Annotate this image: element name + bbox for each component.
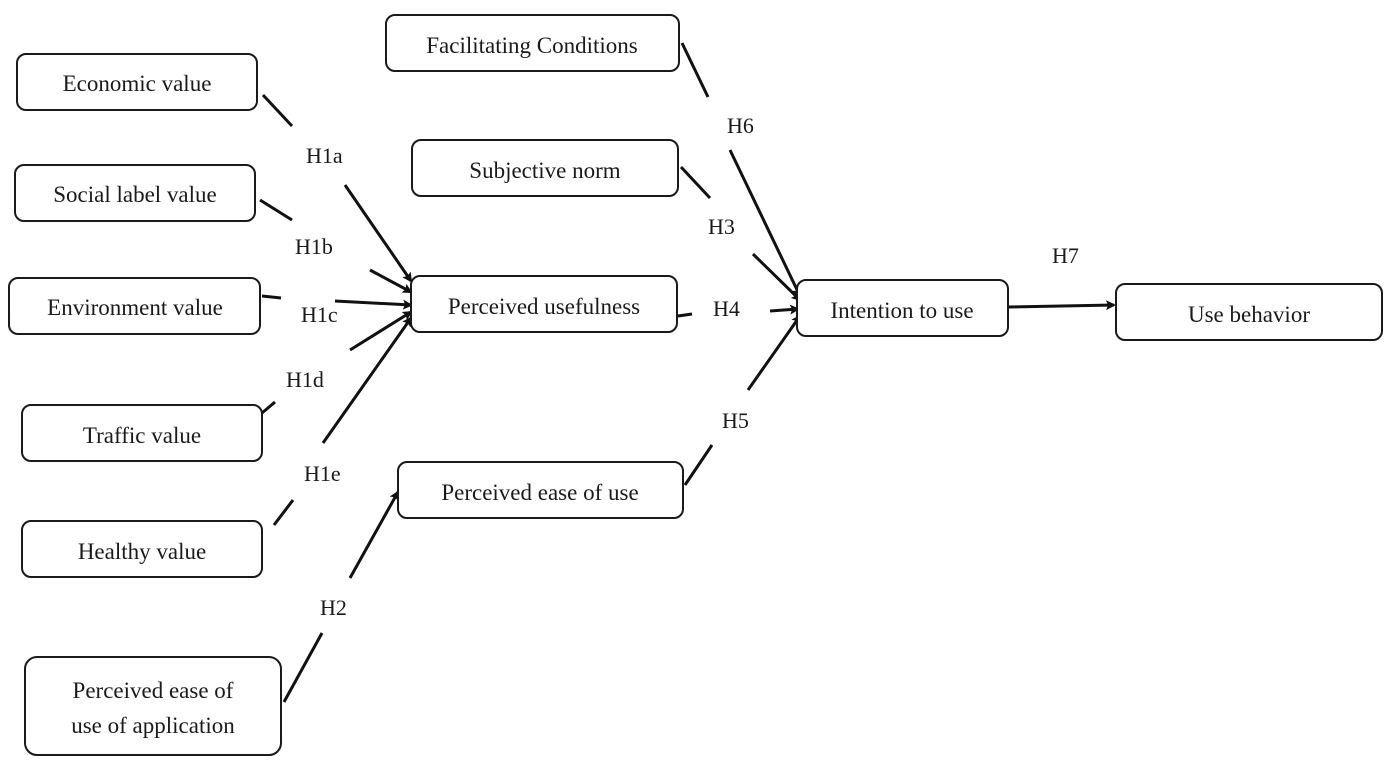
label-h1e: H1e	[304, 461, 341, 486]
edge-h5-lower	[683, 444, 714, 486]
hypothesis-labels: H1a H1b H1c H1d H1e H2 H3 H4 H5 H6 H7	[286, 113, 1079, 620]
edge-h1b-lower	[369, 268, 413, 294]
node-label-line1: Perceived ease of	[73, 678, 234, 703]
node-box	[14, 164, 256, 222]
edge-h3-upper	[679, 165, 712, 200]
node-box	[410, 275, 678, 333]
label-h1c: H1c	[301, 302, 338, 327]
node-label: Facilitating Conditions	[426, 33, 638, 58]
node-label: Intention to use	[830, 298, 973, 323]
node-perceived-usefulness: Perceived usefulness	[410, 275, 678, 333]
node-box	[385, 14, 680, 72]
edge-h1e-upper	[321, 316, 413, 444]
edge-h2-lower	[282, 632, 324, 703]
node-label: Traffic value	[83, 423, 201, 448]
edge-h7	[1007, 300, 1116, 311]
node-label: Healthy value	[78, 539, 206, 564]
node-economic-value: Economic value	[16, 53, 258, 111]
label-h1a: H1a	[306, 143, 343, 168]
node-subjective-norm: Subjective norm	[411, 139, 679, 197]
edge-h2-upper	[348, 490, 400, 579]
label-h6: H6	[727, 113, 754, 138]
edge-h1b-upper	[259, 198, 293, 222]
label-h7: H7	[1052, 243, 1079, 268]
node-label: Environment value	[47, 295, 223, 320]
node-label-line2: use of application	[71, 713, 235, 738]
edge-h1d-upper	[349, 310, 413, 352]
node-label: Subjective norm	[469, 158, 620, 183]
edge-h3-lower	[751, 252, 802, 302]
node-label: Social label value	[53, 182, 217, 207]
label-h1b: H1b	[295, 234, 333, 259]
node-box	[21, 404, 263, 462]
edge-h1a-lower	[343, 184, 413, 283]
node-facilitating-conditions: Facilitating Conditions	[385, 14, 680, 72]
node-perceived-ease-of-use-of-application: Perceived ease of use of application	[24, 656, 282, 756]
label-h3: H3	[708, 214, 735, 239]
edge-h1e-lower	[272, 499, 295, 526]
edge-h1c-stub	[261, 294, 282, 300]
node-traffic-value: Traffic value	[21, 404, 263, 462]
edge-h5-upper	[746, 314, 802, 391]
node-label: Perceived ease of use	[441, 480, 638, 505]
edge-h6-upper	[680, 42, 710, 98]
node-box	[24, 656, 282, 756]
node-use-behavior: Use behavior	[1115, 283, 1383, 341]
node-healthy-value: Healthy value	[21, 520, 263, 578]
node-box	[796, 279, 1009, 337]
node-social-label-value: Social label value	[14, 164, 256, 222]
label-h2: H2	[320, 595, 347, 620]
node-box	[1115, 283, 1383, 341]
node-label: Economic value	[63, 71, 212, 96]
node-box	[21, 520, 263, 578]
node-label: Use behavior	[1188, 302, 1310, 327]
node-box	[411, 139, 679, 197]
label-h1d: H1d	[286, 367, 324, 392]
label-h5: H5	[722, 408, 749, 433]
node-intention-to-use: Intention to use	[796, 279, 1009, 337]
node-box	[8, 277, 261, 335]
edge-h1a-upper	[261, 93, 294, 128]
node-box	[397, 461, 684, 519]
edge-h4-right	[769, 304, 800, 315]
edge-h4-left	[677, 312, 693, 318]
node-perceived-ease-of-use: Perceived ease of use	[397, 461, 684, 519]
node-environment-value: Environment value	[8, 277, 261, 335]
node-label: Perceived usefulness	[448, 294, 640, 319]
edges	[259, 42, 1116, 703]
edge-h1d-lower	[261, 400, 276, 415]
node-box	[16, 53, 258, 111]
edge-h1c-main	[334, 299, 413, 310]
edge-h6-lower	[728, 149, 802, 298]
label-h4: H4	[713, 296, 740, 321]
